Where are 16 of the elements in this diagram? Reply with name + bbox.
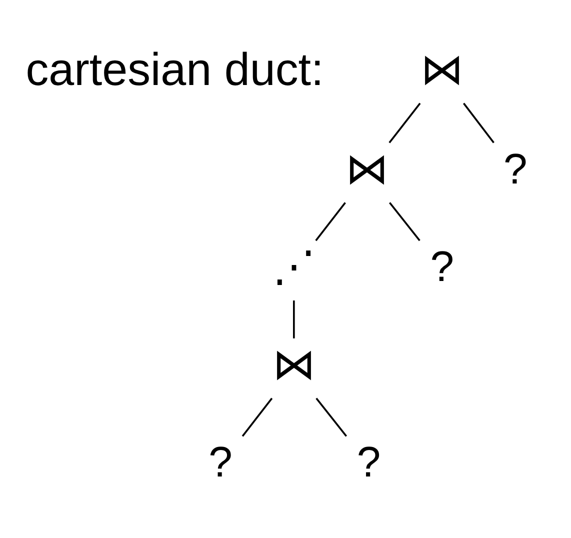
- node-text: ?: [356, 438, 381, 487]
- node-text: ⋰: [272, 243, 316, 292]
- connector: [462, 102, 494, 144]
- node-text: ?: [208, 438, 232, 487]
- node-text: ?: [430, 243, 454, 292]
- connector: [388, 202, 420, 242]
- connector: [316, 398, 348, 437]
- connector: [292, 300, 295, 338]
- label: cartesian duct:: [26, 44, 324, 95]
- node-text: ⋈: [420, 46, 464, 94]
- node-text: ⋈: [272, 340, 316, 389]
- connector: [315, 202, 346, 242]
- node-text: ?: [504, 145, 528, 194]
- connector: [242, 398, 273, 437]
- node-text: ⋈: [346, 145, 389, 194]
- connector: [388, 102, 421, 144]
